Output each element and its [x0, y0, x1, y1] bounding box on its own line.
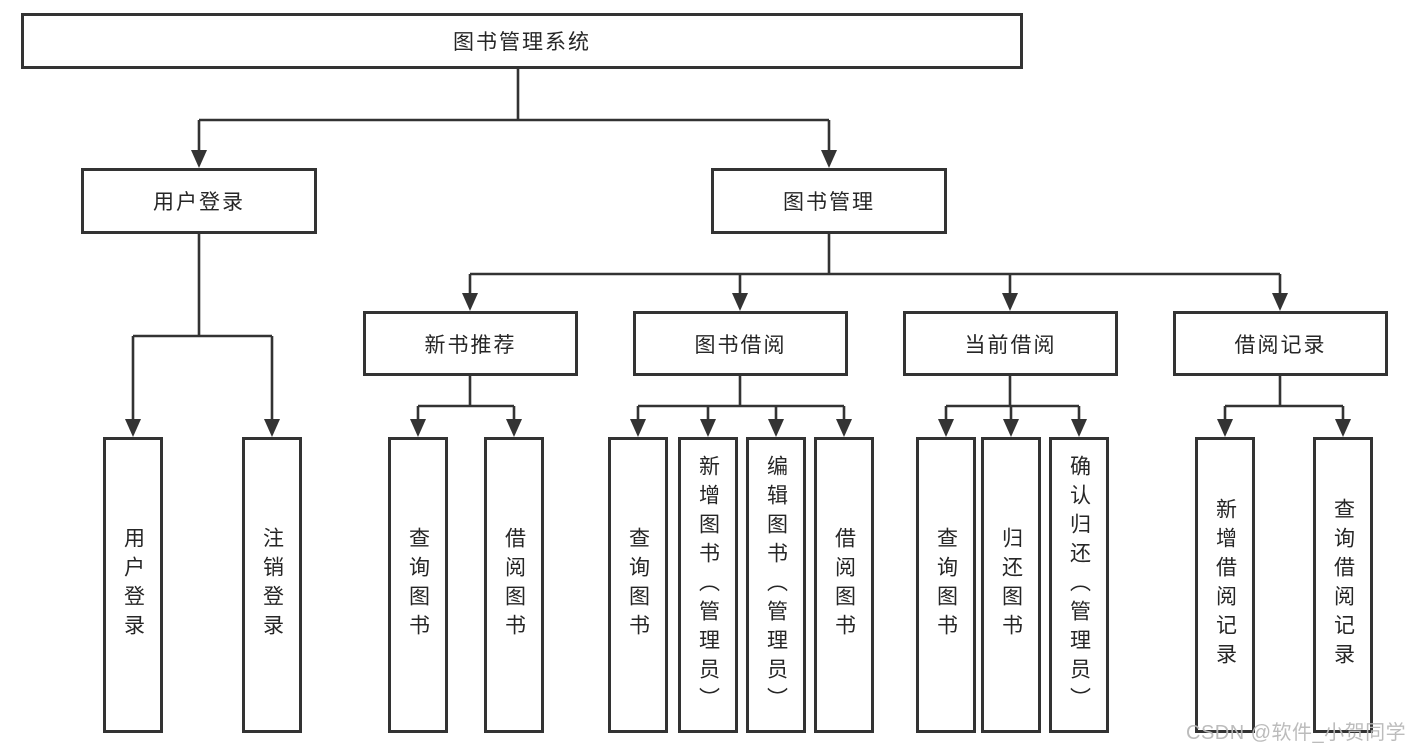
leaf-newbook-borrow-books: 借阅图书 — [484, 437, 544, 733]
csdn-watermark: CSDN @软件_小贺同学 — [1186, 722, 1405, 744]
leaf-current-return-books: 归还图书 — [981, 437, 1041, 733]
leaf-records-add-record: 新增借阅记录 — [1195, 437, 1255, 733]
arrow-icon — [732, 293, 748, 311]
leaf-borrow-query-books: 查询图书 — [608, 437, 668, 733]
leaf-user-login: 用户登录 — [103, 437, 163, 733]
node-label: 归还图书 — [999, 527, 1023, 643]
arrow-icon — [836, 419, 852, 437]
arrow-icon — [125, 419, 141, 437]
node-label: 查询图书 — [406, 527, 430, 643]
node-label: 编辑图书（管理员） — [764, 454, 788, 716]
arrow-icon — [1071, 419, 1087, 437]
node-label: 借阅图书 — [832, 527, 856, 643]
arrow-icon — [700, 419, 716, 437]
node-label: 新书推荐 — [424, 333, 517, 357]
arrow-icon — [768, 419, 784, 437]
node-label: 图书管理 — [783, 191, 875, 214]
node-root-system: 图书管理系统 — [21, 13, 1023, 69]
node-label: 借阅图书 — [502, 527, 526, 643]
connector-newbook-split — [416, 376, 516, 421]
node-book-borrow: 图书借阅 — [633, 311, 848, 376]
arrow-icon — [191, 150, 207, 168]
node-label: 图书借阅 — [694, 333, 787, 357]
node-label: 图书管理系统 — [453, 31, 591, 54]
leaf-borrow-edit-books-admin: 编辑图书（管理员） — [746, 437, 806, 733]
node-label: 新增借阅记录 — [1213, 498, 1237, 672]
node-current-borrow: 当前借阅 — [903, 311, 1118, 376]
leaf-current-confirm-return-admin: 确认归还（管理员） — [1049, 437, 1109, 733]
arrow-icon — [1002, 293, 1018, 311]
arrow-icon — [410, 419, 426, 437]
arrow-icon — [264, 419, 280, 437]
node-label: 查询借阅记录 — [1331, 498, 1355, 672]
arrow-icon — [821, 150, 837, 168]
node-book-management: 图书管理 — [711, 168, 947, 234]
arrow-icon — [462, 293, 478, 311]
leaf-borrow-borrow-books: 借阅图书 — [814, 437, 874, 733]
node-label: 当前借阅 — [964, 333, 1057, 357]
arrow-icon — [1003, 419, 1019, 437]
leaf-borrow-add-books-admin: 新增图书（管理员） — [678, 437, 738, 733]
node-label: 借阅记录 — [1234, 333, 1327, 357]
arrow-icon — [1217, 419, 1233, 437]
node-label: 新增图书（管理员） — [696, 454, 720, 716]
connector-root-split — [197, 69, 831, 151]
connector-records-split — [1223, 376, 1345, 421]
arrow-icon — [938, 419, 954, 437]
arrow-icon — [506, 419, 522, 437]
node-user-login: 用户登录 — [81, 168, 317, 234]
arrow-icon — [1335, 419, 1351, 437]
arrowheads — [125, 150, 1351, 437]
connector-bookmgmt-split — [468, 234, 1282, 294]
leaf-records-query-record: 查询借阅记录 — [1313, 437, 1373, 733]
node-label: 查询图书 — [626, 527, 650, 643]
arrow-icon — [630, 419, 646, 437]
node-label: 用户登录 — [121, 527, 145, 643]
arrow-icon — [1272, 293, 1288, 311]
node-borrow-records: 借阅记录 — [1173, 311, 1388, 376]
node-new-book-recommend: 新书推荐 — [363, 311, 578, 376]
connector-current-split — [944, 376, 1081, 421]
leaf-logout: 注销登录 — [242, 437, 302, 733]
node-label: 注销登录 — [260, 527, 284, 643]
node-label: 确认归还（管理员） — [1067, 454, 1091, 716]
node-label: 查询图书 — [934, 527, 958, 643]
connector-borrow-split — [636, 376, 846, 421]
leaf-current-query-books: 查询图书 — [916, 437, 976, 733]
connector-userlogin-split — [131, 234, 274, 421]
leaf-newbook-query-books: 查询图书 — [388, 437, 448, 733]
node-label: 用户登录 — [153, 191, 245, 214]
